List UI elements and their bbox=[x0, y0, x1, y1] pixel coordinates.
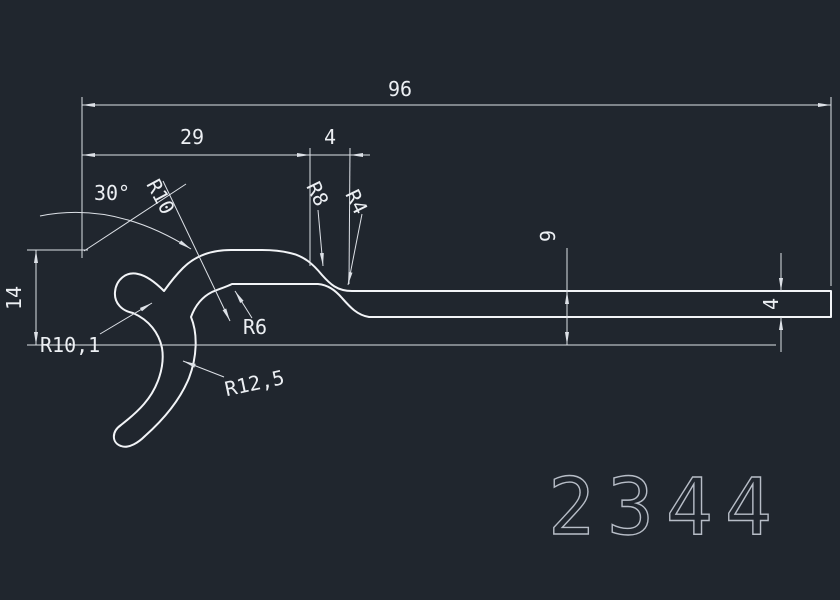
dimension-angle-30: 30° bbox=[39, 181, 192, 252]
extension-line-step-right bbox=[348, 147, 351, 285]
dimension-label-14: 14 bbox=[2, 286, 26, 310]
radius-callout-r4: R4 bbox=[341, 186, 373, 286]
leader-r10 bbox=[162, 180, 231, 322]
dimension-height-tail: 9 bbox=[536, 230, 569, 345]
extrusion-profile-outline bbox=[112, 249, 832, 448]
radius-label-r10-1: R10,1 bbox=[40, 333, 100, 357]
radius-callout-r8: R8 bbox=[302, 178, 334, 267]
dimension-label-4-right: 4 bbox=[759, 298, 783, 310]
leader-r12-5 bbox=[182, 360, 225, 378]
dimension-label-96: 96 bbox=[388, 77, 412, 101]
leader-r8 bbox=[317, 209, 324, 267]
dimension-label-4-top: 4 bbox=[324, 125, 336, 149]
radius-label-r4: R4 bbox=[341, 186, 373, 218]
leader-r10-1 bbox=[99, 302, 153, 335]
dimension-label-29: 29 bbox=[180, 125, 204, 149]
leader-r4 bbox=[347, 213, 363, 286]
leader-r6 bbox=[234, 290, 253, 319]
radius-callout-r10: R10 bbox=[142, 175, 231, 322]
angle-leg-line bbox=[83, 183, 187, 252]
dimension-label-30deg: 30° bbox=[94, 181, 130, 205]
part-number: 2344 bbox=[548, 463, 784, 553]
radius-label-r6: R6 bbox=[243, 315, 267, 339]
dimension-width-total: 96 bbox=[82, 77, 831, 107]
radius-callout-r12-5: R12,5 bbox=[182, 360, 287, 401]
dimension-width-step: 4 bbox=[310, 125, 370, 157]
radius-callout-r6: R6 bbox=[234, 290, 267, 339]
radius-label-r12-5: R12,5 bbox=[223, 365, 287, 401]
dimension-width-hood: 29 bbox=[82, 125, 310, 157]
radius-label-r8: R8 bbox=[302, 178, 334, 210]
radius-callout-r10-1: R10,1 bbox=[40, 302, 153, 357]
dimension-height-left: 14 bbox=[2, 250, 38, 345]
dimension-thickness-tail: 4 bbox=[759, 253, 783, 352]
angle-arc bbox=[39, 211, 192, 250]
radius-label-r10: R10 bbox=[142, 175, 180, 218]
dimension-label-9: 9 bbox=[536, 230, 560, 242]
